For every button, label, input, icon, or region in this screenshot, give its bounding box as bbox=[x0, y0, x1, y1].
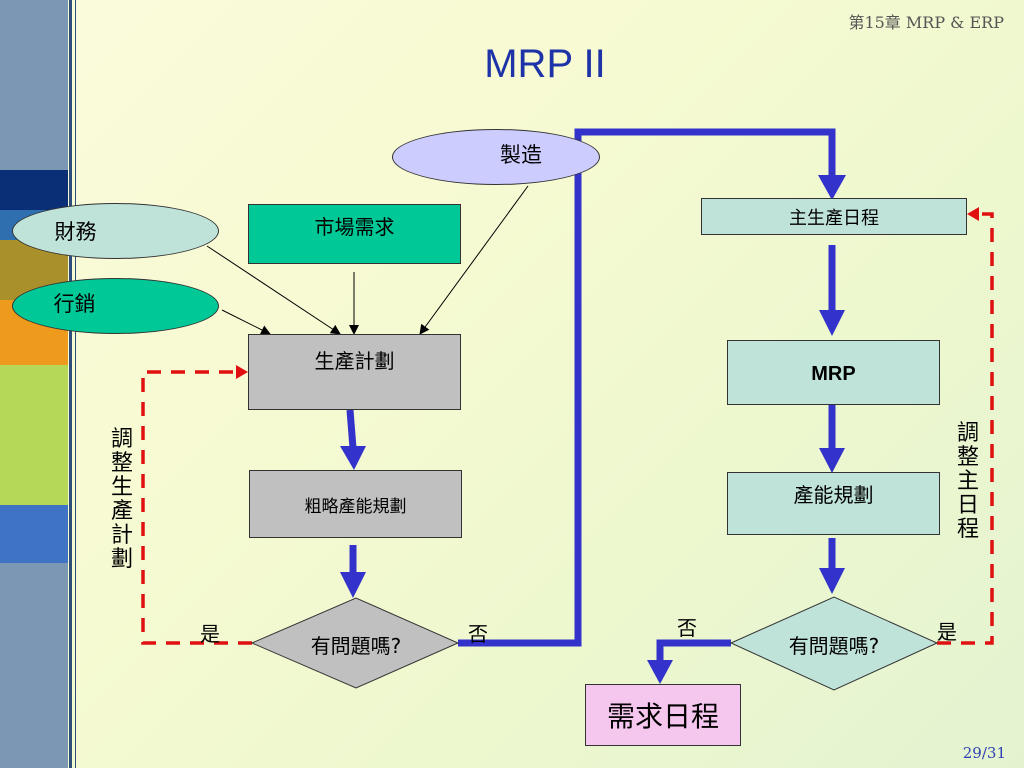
decision-diamond-left bbox=[250, 597, 460, 689]
slide-title: MRP II bbox=[484, 42, 606, 86]
demand-schedule-label: 需求日程 bbox=[606, 700, 719, 733]
feedback-adjust-mps-head bbox=[967, 207, 979, 221]
arrow-manufacturing-to-plan bbox=[419, 185, 529, 335]
rough-cut-capacity-label: 粗略產能規劃 bbox=[304, 496, 407, 517]
mrp-label: MRP bbox=[811, 363, 856, 385]
feedback-adjust-plan bbox=[141, 370, 252, 645]
flow-no-to-demand-head bbox=[647, 660, 673, 684]
manufacturing-label: 製造 bbox=[500, 143, 542, 167]
yes-right-label: 是 bbox=[937, 620, 957, 644]
sidebar-divider-thick bbox=[69, 0, 72, 768]
capacity-plan-label: 產能規劃 bbox=[793, 483, 874, 507]
adjust-mps-vertical-label: 調整主日程 bbox=[956, 421, 979, 542]
manufacturing-node: 製造 bbox=[392, 129, 600, 185]
mrp-box: MRP bbox=[727, 340, 940, 405]
production-plan-label: 生產計劃 bbox=[314, 349, 395, 373]
flow-plan-to-roughcut-head bbox=[340, 446, 366, 470]
sidebar-band-royal bbox=[0, 505, 68, 563]
demand-schedule-box: 需求日程 bbox=[585, 684, 741, 746]
arrow-marketing-to-plan bbox=[221, 309, 271, 335]
capacity-plan-box: 產能規劃 bbox=[727, 472, 940, 535]
decision-diamond-right bbox=[729, 596, 939, 691]
finance-label: 財務 bbox=[54, 220, 97, 244]
flow-mrp-to-capacity-head bbox=[819, 448, 845, 473]
marketing-label: 行銷 bbox=[53, 292, 96, 316]
mps-box: 主生產日程 bbox=[701, 198, 967, 235]
arrow-finance-to-plan bbox=[206, 245, 341, 335]
feedback-adjust-plan-head bbox=[236, 365, 248, 379]
rough-cut-capacity-box: 粗略產能規劃 bbox=[249, 470, 462, 538]
sidebar-band-navy bbox=[0, 170, 68, 210]
flow-no-to-demand bbox=[656, 639, 731, 662]
adjust-plan-vertical-label: 調整生產計劃 bbox=[110, 427, 133, 572]
feedback-adjust-mps bbox=[937, 212, 994, 645]
flow-no-to-mps bbox=[458, 128, 836, 647]
yes-left-label: 是 bbox=[200, 622, 220, 646]
no-left-label: 否 bbox=[468, 622, 488, 646]
decision-left-label: 有問題嗎? bbox=[310, 634, 402, 658]
page-number: 29/31 bbox=[962, 744, 1006, 762]
finance-node: 財務 bbox=[12, 203, 219, 259]
mps-label: 主生產日程 bbox=[789, 207, 879, 229]
production-plan-box: 生產計劃 bbox=[248, 334, 461, 410]
flow-mps-to-mrp-head bbox=[819, 310, 845, 336]
no-right-label: 否 bbox=[677, 616, 697, 640]
flow-capacity-to-decision-head bbox=[819, 568, 845, 594]
flow-no-to-mps-head bbox=[818, 175, 846, 200]
chapter-header: 第15章 MRP & ERP bbox=[848, 13, 1004, 32]
flow-roughcut-to-decision-head bbox=[340, 572, 366, 598]
sidebar-band-lime bbox=[0, 365, 68, 505]
market-demand-box: 市場需求 bbox=[248, 204, 461, 264]
marketing-node: 行銷 bbox=[12, 278, 219, 334]
market-demand-label: 市場需求 bbox=[314, 215, 395, 239]
decision-right-label: 有問題嗎? bbox=[788, 634, 880, 658]
flow-plan-to-roughcut bbox=[346, 409, 357, 449]
sidebar-divider-thin bbox=[75, 0, 76, 768]
